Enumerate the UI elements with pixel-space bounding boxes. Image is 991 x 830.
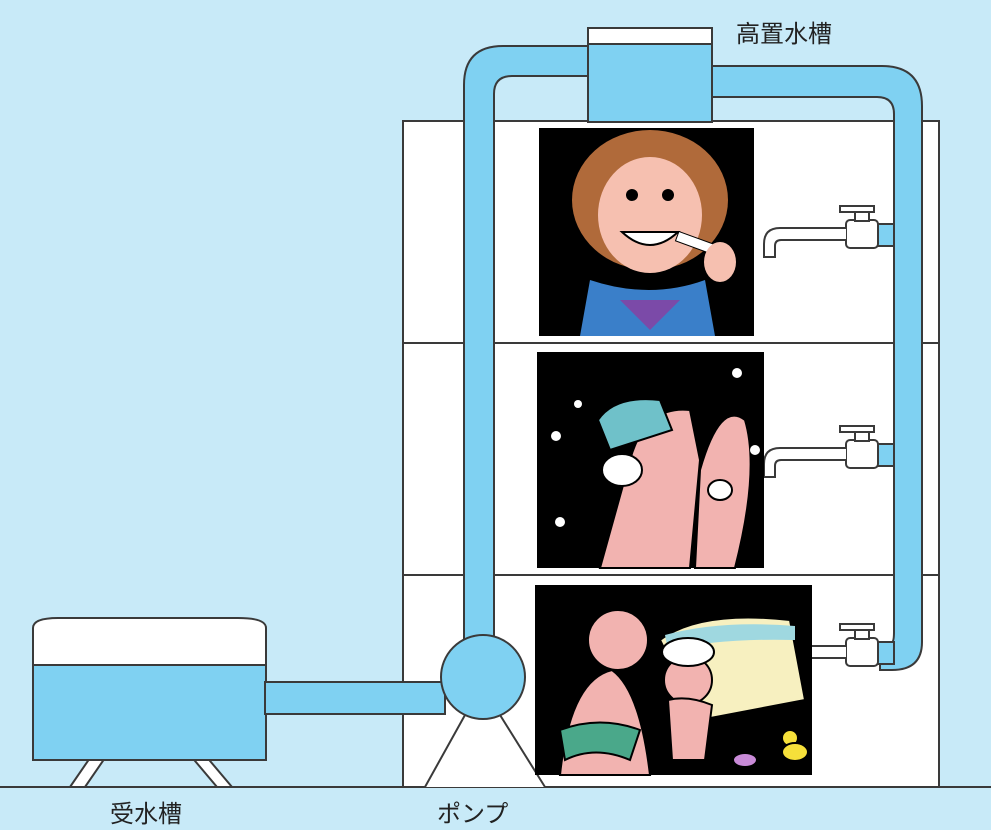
pump-label: ポンプ xyxy=(437,800,509,828)
illustration-bathing-baby xyxy=(535,585,812,776)
faucet-icon xyxy=(763,425,895,478)
receiving-tank xyxy=(32,617,267,761)
faucet-icon xyxy=(763,205,895,258)
elevated-tank xyxy=(587,27,713,123)
illustration-washing-hands xyxy=(537,352,764,569)
elevated-tank-water xyxy=(589,44,711,121)
illustration-brushing-teeth xyxy=(539,128,754,336)
pump xyxy=(440,634,526,720)
elevated-tank-label: 高置水槽 xyxy=(736,20,832,48)
receiving-tank-water xyxy=(34,665,265,759)
supply-pipe-horizontal xyxy=(264,681,446,715)
receiving-tank-label: 受水槽 xyxy=(110,800,182,828)
